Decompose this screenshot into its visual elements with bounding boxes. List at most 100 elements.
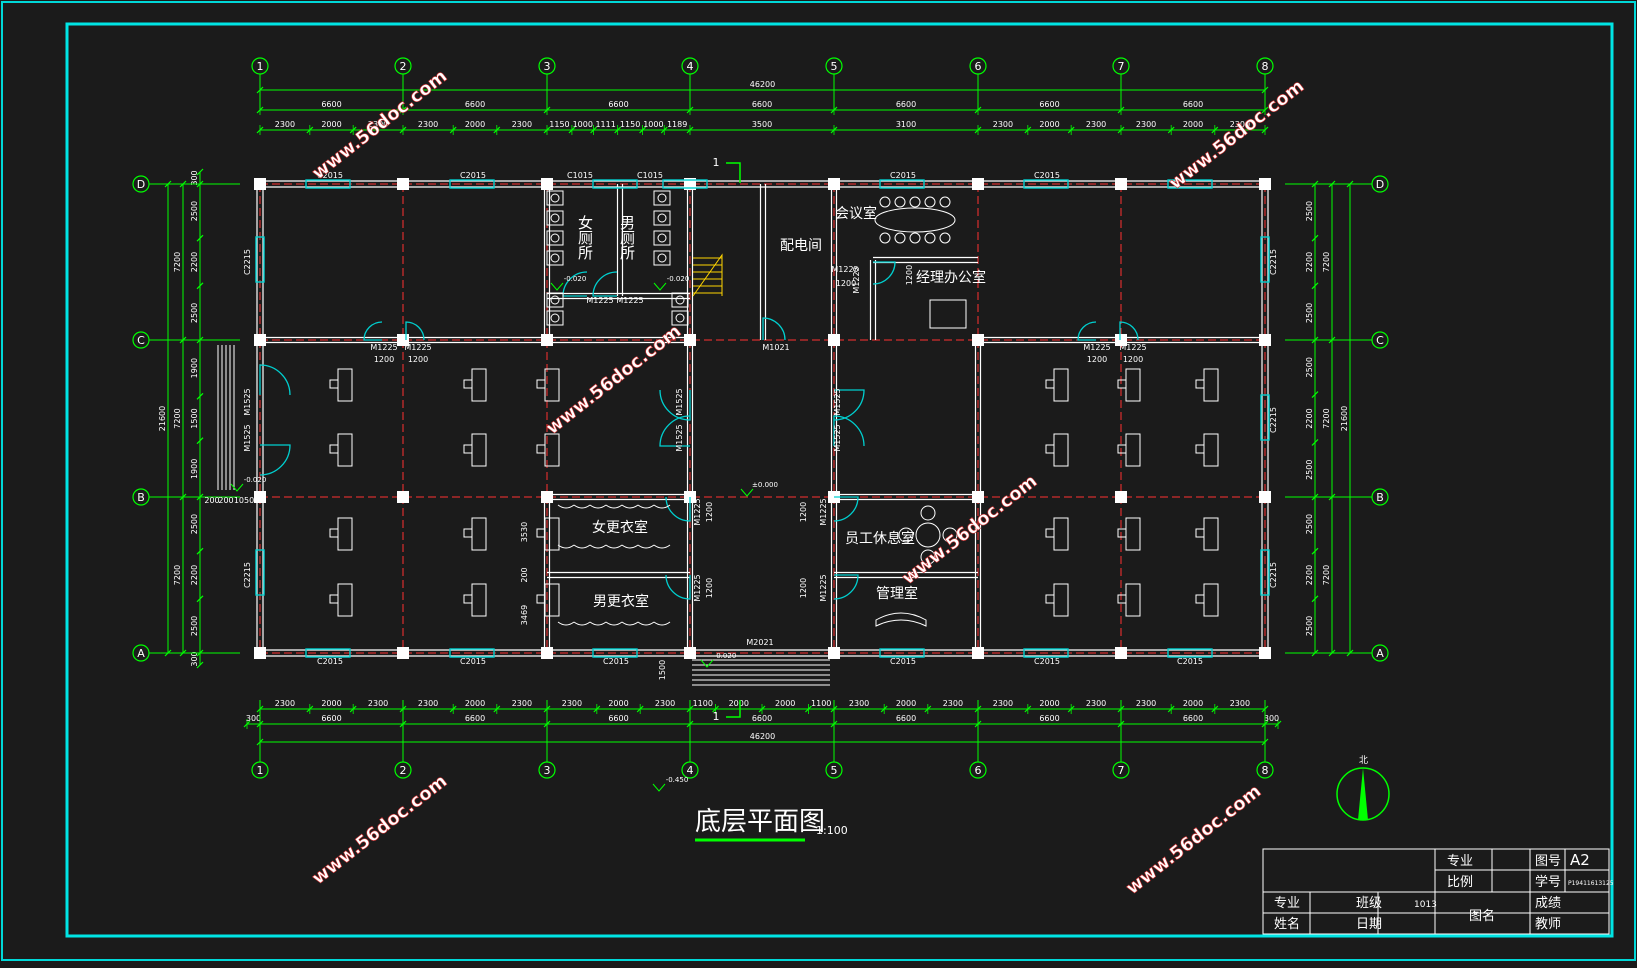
column xyxy=(828,647,840,659)
door-swing xyxy=(833,389,865,421)
dim-top-detail-text: 2300 xyxy=(418,120,438,129)
door-swing xyxy=(659,415,691,447)
toilet-fixture xyxy=(653,190,671,206)
locker-bench xyxy=(653,621,671,626)
column xyxy=(972,491,984,503)
north-pointer xyxy=(1358,768,1368,820)
window xyxy=(1260,549,1270,596)
dim-bottom-detail-text: 2300 xyxy=(849,699,869,708)
watermark: www.56doc.com xyxy=(1165,76,1308,194)
window xyxy=(592,179,638,189)
chair xyxy=(1045,379,1055,389)
column xyxy=(828,178,840,190)
door-label: M1225 xyxy=(616,296,643,305)
door-swing xyxy=(1119,321,1139,341)
dim-left-bays-text: 7200 xyxy=(173,408,182,428)
meeting-chair xyxy=(909,232,921,244)
grid-bubble-label: 6 xyxy=(975,764,982,777)
drawing-scale: 1:100 xyxy=(816,824,848,837)
dim-mid: 3530 xyxy=(520,522,529,542)
dim-bottom-detail-text: 2300 xyxy=(418,699,438,708)
elev-mark xyxy=(653,282,667,291)
tb-class-val: 1013 xyxy=(1414,900,1437,910)
locker-bench xyxy=(653,504,671,509)
grid-bubble-label: 3 xyxy=(544,764,551,777)
chair xyxy=(1045,594,1055,604)
elev-mark xyxy=(550,282,564,291)
window xyxy=(1260,236,1270,283)
grid-bubble-label: 3 xyxy=(544,60,551,73)
dim-top-bays-text: 6600 xyxy=(321,100,341,109)
elev-text: ±0.000 xyxy=(752,481,778,489)
dim-1200: 1200 xyxy=(905,265,914,285)
window-label: C2215 xyxy=(243,249,252,275)
column xyxy=(541,647,553,659)
grid-bubble-label: C xyxy=(1376,334,1384,347)
window xyxy=(1167,179,1213,189)
tb-name: 姓名 xyxy=(1274,916,1300,932)
desk xyxy=(1053,368,1069,402)
column xyxy=(1259,334,1271,346)
window xyxy=(449,648,495,658)
column xyxy=(397,491,409,503)
chair xyxy=(463,594,473,604)
tb-sheet: A2 xyxy=(1570,851,1590,869)
window-label: C2015 xyxy=(603,657,629,666)
window-label: C2015 xyxy=(1034,657,1060,666)
window-label: C2015 xyxy=(890,171,916,180)
watermark: www.56doc.com xyxy=(1122,781,1265,899)
grid-bubble-label: 8 xyxy=(1262,764,1269,777)
toilet-fixture xyxy=(653,230,671,246)
locker-bench xyxy=(605,621,623,626)
desk xyxy=(471,517,487,551)
desk xyxy=(1203,368,1219,402)
dim-top-bays-text: 6600 xyxy=(752,100,772,109)
dim-top-bays-text: 6600 xyxy=(896,100,916,109)
dim-left-total-text: 21600 xyxy=(158,406,167,431)
chair xyxy=(329,379,339,389)
window-label: C2015 xyxy=(1034,171,1060,180)
room-meeting: 会议室 xyxy=(835,205,877,222)
locker-bench xyxy=(589,544,607,549)
desk xyxy=(1125,517,1141,551)
window-label: C1015 xyxy=(567,171,593,180)
dim-left-detail-text: 2500 xyxy=(190,201,199,221)
elev-mark xyxy=(740,488,754,497)
toilet-fixture xyxy=(546,230,564,246)
dim-right-bays-text: 7200 xyxy=(1322,565,1331,585)
dim-top-detail-text: 3500 xyxy=(752,120,772,129)
watermarks: www.56doc.com www.56doc.com www.56doc.co… xyxy=(308,65,1309,899)
dim-top-detail-text: 1150 xyxy=(549,120,569,129)
door-label: M1225 xyxy=(404,343,431,352)
dim-1200: 1200 xyxy=(799,502,808,522)
locker-bench xyxy=(621,621,639,626)
watermark: www.56doc.com xyxy=(542,321,685,439)
lounge-table xyxy=(915,522,941,548)
window xyxy=(1167,648,1213,658)
toilet-fixture xyxy=(546,190,564,206)
column xyxy=(541,178,553,190)
column xyxy=(254,178,266,190)
toilet-bowl xyxy=(550,295,560,305)
room-manager-office: 经理办公室 xyxy=(916,269,986,286)
window xyxy=(255,549,265,596)
locker-bench xyxy=(621,544,639,549)
room-female-locker: 女更衣室 xyxy=(592,519,648,536)
title-block xyxy=(1262,848,1610,935)
toilet-fixture xyxy=(653,210,671,226)
dim-top-detail-text: 1111 xyxy=(595,120,615,129)
toilet-fixture xyxy=(546,250,564,266)
door-label: M1225 xyxy=(819,574,828,601)
door-label: M1225 xyxy=(1119,343,1146,352)
door-label: M1225 xyxy=(370,343,397,352)
grid-bubble-label: D xyxy=(137,178,145,191)
toilet-bowl xyxy=(550,193,560,203)
dim-top-detail-text: 2300 xyxy=(275,120,295,129)
locker-bench xyxy=(557,544,575,549)
desk xyxy=(1125,368,1141,402)
chair xyxy=(1117,444,1127,454)
toilet-bowl xyxy=(550,233,560,243)
toilet-bowl xyxy=(657,253,667,263)
dim-right-detail-text: 2500 xyxy=(1305,616,1314,636)
